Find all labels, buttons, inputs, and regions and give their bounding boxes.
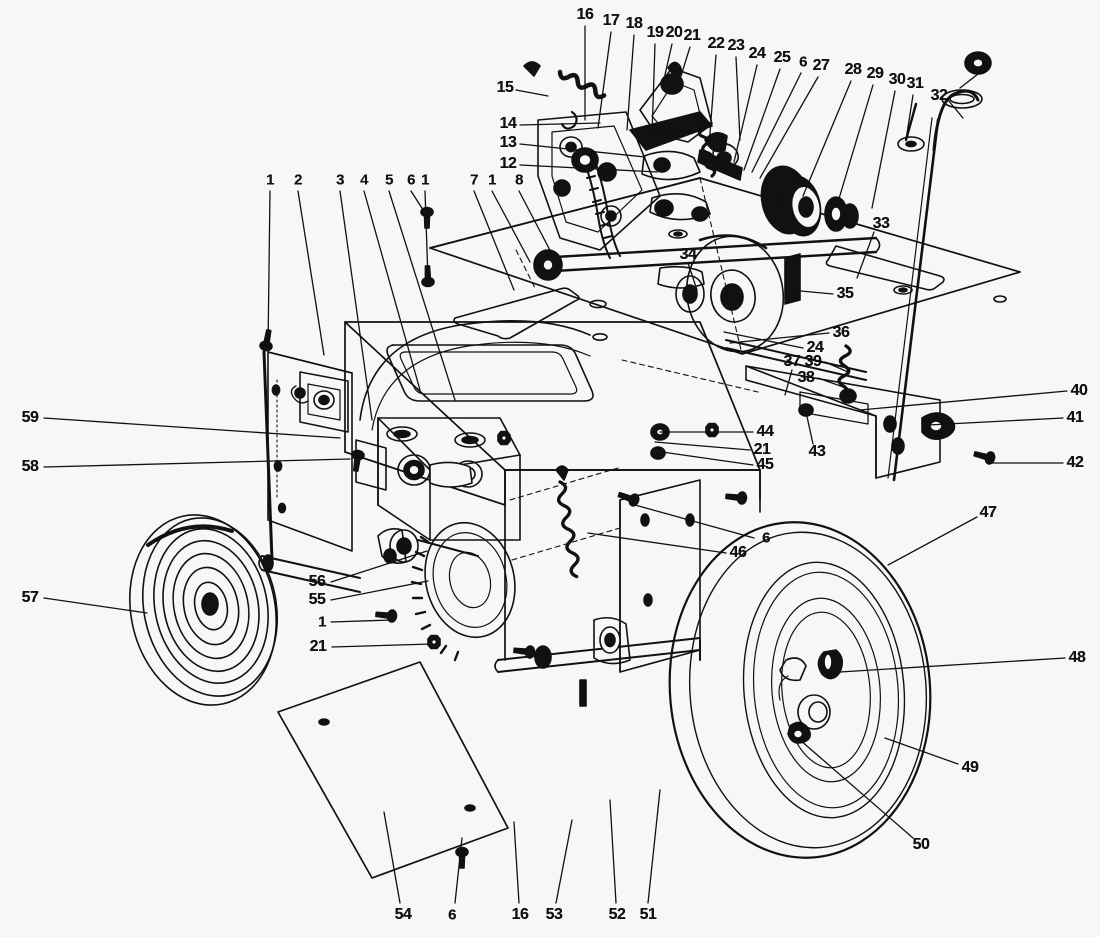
callout-number-6: 6 <box>448 906 456 924</box>
callout-number-12: 12 <box>499 155 517 172</box>
callout-number-24: 24 <box>806 339 824 356</box>
callout-number-21: 21 <box>753 441 771 458</box>
callout-number-57: 57 <box>21 589 39 606</box>
callout-number-31: 31 <box>906 75 924 92</box>
callout-number-36: 36 <box>832 324 850 341</box>
callout-number-5: 5 <box>385 171 393 189</box>
callout-number-16: 16 <box>576 6 594 23</box>
callout-number-20: 20 <box>665 24 683 41</box>
callout-number-22: 22 <box>707 35 725 52</box>
callout-number-21: 21 <box>683 27 701 44</box>
callout-number-39: 39 <box>804 353 822 370</box>
callout-number-4: 4 <box>360 171 368 189</box>
callout-number-17: 17 <box>602 12 620 29</box>
callout-number-6: 6 <box>407 171 415 189</box>
callout-number-37: 37 <box>783 353 801 370</box>
callout-number-32: 32 <box>930 87 948 104</box>
callout-number-1: 1 <box>421 171 429 189</box>
callout-number-14: 14 <box>499 115 517 132</box>
callout-number-55: 55 <box>308 591 326 608</box>
callout-number-58: 58 <box>21 458 39 475</box>
callout-number-52: 52 <box>608 906 626 923</box>
callout-number-25: 25 <box>773 49 791 66</box>
callout-number-27: 27 <box>812 57 830 74</box>
callout-number-23: 23 <box>727 37 745 54</box>
callout-number-1: 1 <box>318 613 326 631</box>
callout-number-1: 1 <box>488 171 496 189</box>
callout-number-51: 51 <box>639 906 657 923</box>
callout-number-19: 19 <box>646 24 664 41</box>
callout-number-1: 1 <box>266 171 274 189</box>
callout-number-34: 34 <box>679 246 697 263</box>
callout-number-45: 45 <box>756 456 774 473</box>
callout-number-18: 18 <box>625 15 643 32</box>
callout-number-59: 59 <box>21 409 39 426</box>
callout-number-6: 6 <box>799 53 807 71</box>
callout-number-48: 48 <box>1068 649 1086 666</box>
callout-number-47: 47 <box>979 504 997 521</box>
callout-number-35: 35 <box>836 285 854 302</box>
callout-number-50: 50 <box>912 836 930 853</box>
callout-number-29: 29 <box>866 65 884 82</box>
callout-number-30: 30 <box>888 71 906 88</box>
callout-number-28: 28 <box>844 61 862 78</box>
callout-number-40: 40 <box>1070 382 1088 399</box>
callout-number-16: 16 <box>511 906 529 923</box>
callout-number-2: 2 <box>294 171 302 189</box>
callout-number-43: 43 <box>808 443 826 460</box>
callout-number-46: 46 <box>729 544 747 561</box>
callout-number-49: 49 <box>961 759 979 776</box>
callout-number-3: 3 <box>336 171 344 189</box>
callout-number-38: 38 <box>797 369 815 386</box>
callout-number-21: 21 <box>309 638 327 655</box>
callout-number-41: 41 <box>1066 409 1084 426</box>
callout-number-8: 8 <box>515 171 523 189</box>
callout-number-44: 44 <box>756 423 774 440</box>
callout-number-33: 33 <box>872 215 890 232</box>
callout-number-54: 54 <box>394 906 412 923</box>
callout-number-24: 24 <box>748 45 766 62</box>
callout-number-15: 15 <box>496 79 514 96</box>
callout-number-42: 42 <box>1066 454 1084 471</box>
callout-number-6: 6 <box>762 529 770 547</box>
callout-number-53: 53 <box>545 906 563 923</box>
callout-number-13: 13 <box>499 134 517 151</box>
callout-number-7: 7 <box>470 171 478 189</box>
callout-number-56: 56 <box>308 573 326 590</box>
